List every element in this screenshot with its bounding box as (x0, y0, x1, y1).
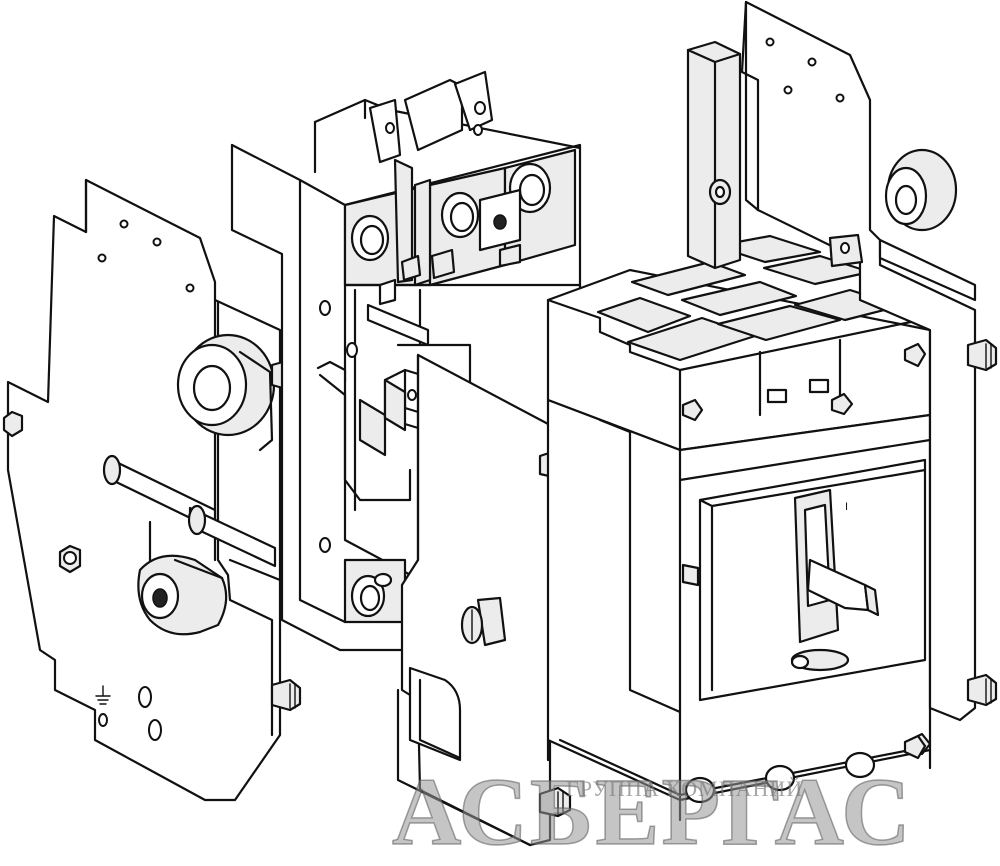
front-cover-plate (396, 353, 572, 847)
circuit-breaker-body: I (546, 234, 932, 822)
on-position-mark: I (845, 501, 848, 513)
left-plate-rotary-knob (176, 333, 276, 452)
right-mounting-plate (686, 0, 998, 760)
switch-base-block (230, 70, 582, 652)
left-plate-linkage-rods (102, 454, 277, 602)
left-plate-cam-mechanism (137, 554, 228, 636)
